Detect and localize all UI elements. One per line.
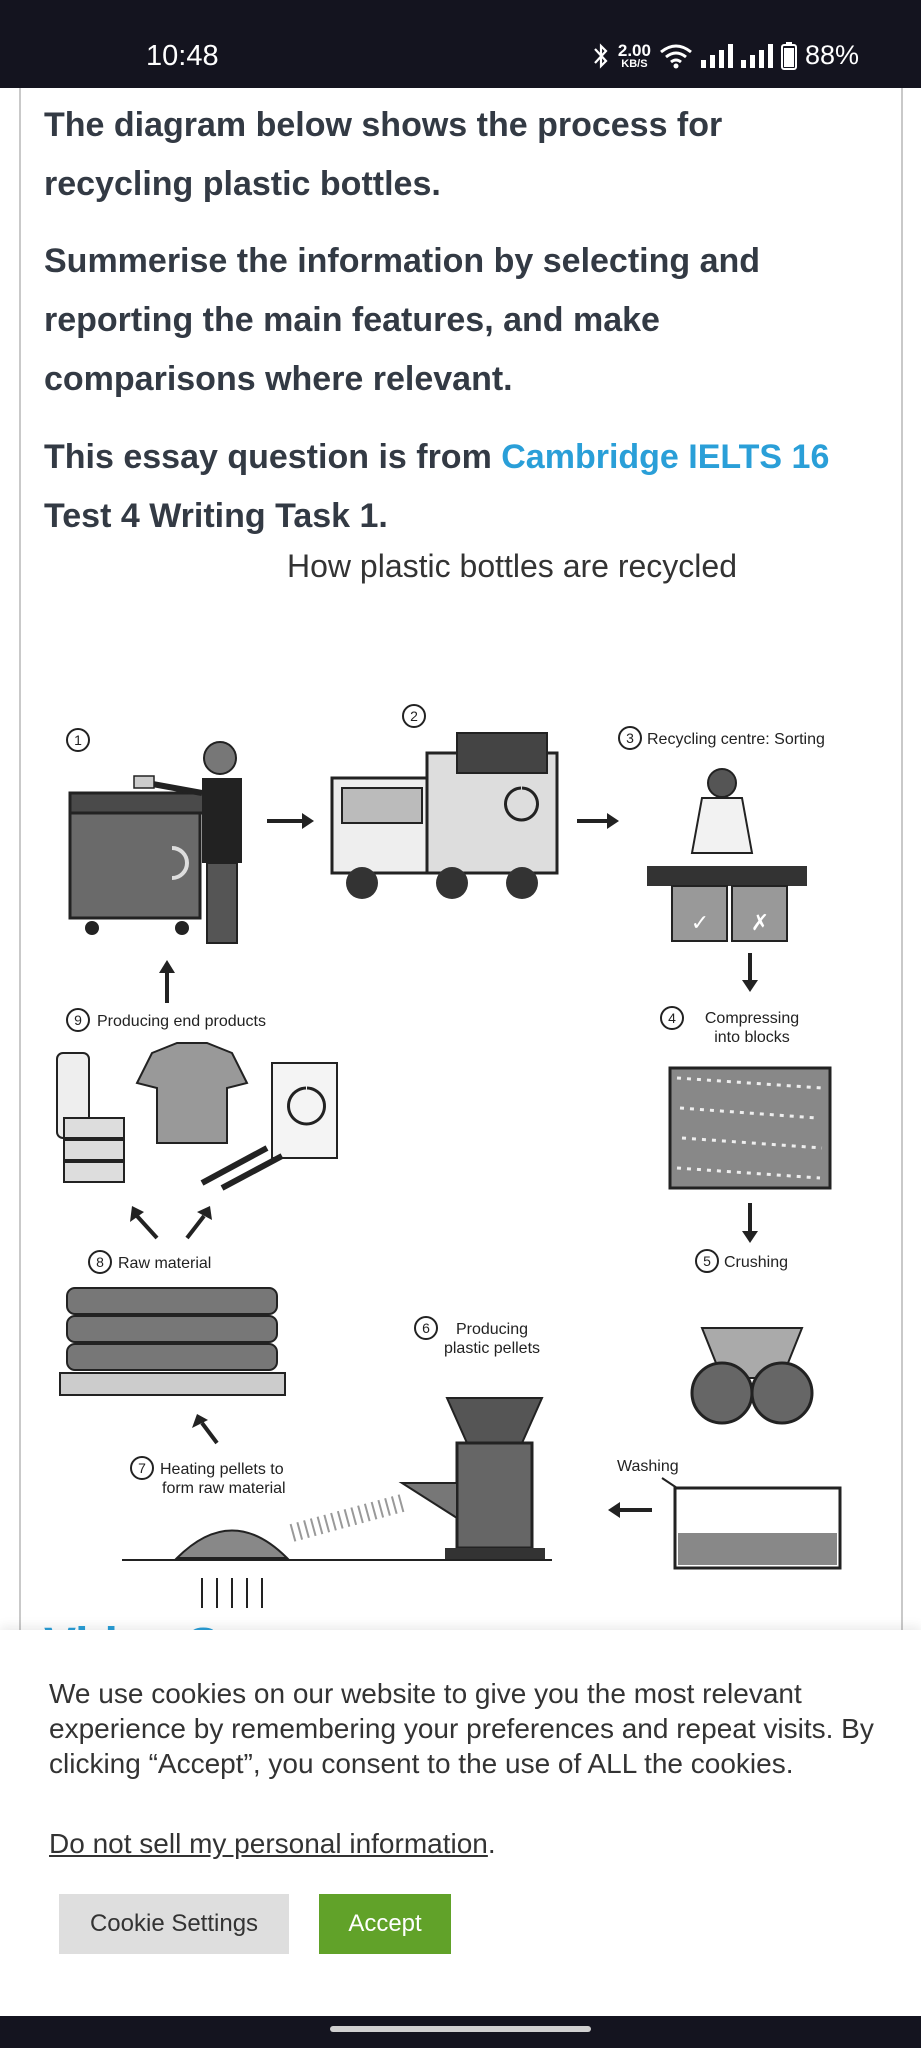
step-2: 2 — [330, 704, 559, 899]
cambridge-ielts-link[interactable]: Cambridge IELTS 16 — [501, 438, 830, 476]
step-7-label-1: Heating pellets to — [160, 1461, 284, 1478]
battery-icon — [780, 41, 797, 70]
cookie-banner: We use cookies on our website to give yo… — [0, 1630, 921, 2016]
step-8-label: Raw material — [118, 1255, 211, 1272]
status-bar: 10:48 2.00 KB/S 88% — [0, 0, 921, 88]
step-3: 3 Recycling centre: Sorting ✓ ✗ — [618, 726, 825, 942]
step-2-number: 2 — [410, 708, 418, 724]
arrow-9-1 — [159, 960, 175, 1003]
cookie-link-row: Do not sell my personal information. — [49, 1828, 496, 1860]
navigation-bar — [0, 2016, 921, 2048]
step-7-label-2: form raw material — [162, 1480, 286, 1497]
step-4-label-2: into blocks — [714, 1029, 790, 1046]
step-6-number: 6 — [422, 1320, 430, 1336]
check-mark: ✓ — [691, 910, 709, 935]
source-suffix: Test 4 Writing Task 1. — [44, 497, 388, 535]
step-7-number: 7 — [138, 1460, 146, 1476]
arrow-3-4 — [742, 953, 758, 992]
recycling-diagram: How plastic bottles are recycled 1 — [52, 548, 862, 1628]
cross-mark: ✗ — [751, 910, 769, 935]
arrow-5-6 — [608, 1502, 652, 1518]
speed-unit: KB/S — [621, 57, 648, 70]
battery-percent: 88% — [804, 40, 859, 70]
cookie-settings-button[interactable]: Cookie Settings — [59, 1894, 289, 1954]
next-heading-text: Video S — [44, 1618, 264, 1630]
step-4-label-1: Compressing — [705, 1010, 799, 1027]
step-3-label: Recycling centre: Sorting — [647, 731, 825, 748]
signal-icon-2 — [740, 43, 773, 68]
step-1-number: 1 — [74, 732, 82, 748]
link-suffix: . — [487, 1828, 496, 1859]
task-intro: The diagram below shows the process for … — [44, 106, 723, 203]
step-1: 1 — [66, 728, 242, 944]
network-speed: 2.00 KB/S — [618, 42, 651, 70]
cookie-text: We use cookies on our website to give yo… — [49, 1678, 874, 1779]
left-border — [19, 88, 21, 1630]
wifi-icon — [660, 44, 692, 68]
step-9-number: 9 — [74, 1012, 82, 1028]
diagram-title: How plastic bottles are recycled — [287, 548, 737, 584]
task-source: This essay question is from Cambridge IE… — [44, 428, 864, 546]
source-prefix: This essay question is from — [44, 438, 502, 476]
home-gesture-handle[interactable] — [330, 2026, 591, 2032]
step-4-number: 4 — [668, 1010, 676, 1026]
status-icons: 2.00 KB/S 88% — [592, 40, 859, 71]
step-6-label-2: plastic pellets — [444, 1340, 540, 1357]
step-5-number: 5 — [703, 1253, 711, 1269]
bluetooth-icon — [594, 42, 608, 69]
step-8: 8 Raw material — [59, 1250, 286, 1396]
speed-value: 2.00 — [617, 40, 651, 60]
step-7: 7 Heating pellets to form raw material — [122, 1456, 552, 1608]
step-5-label: Crushing — [724, 1254, 788, 1271]
do-not-sell-link[interactable]: Do not sell my personal information — [49, 1828, 488, 1859]
next-section-heading: Video S — [44, 1618, 264, 1630]
arrow-4-5 — [742, 1203, 758, 1243]
arrows-8-9 — [130, 1206, 212, 1240]
arrow-7-8 — [192, 1414, 219, 1445]
arrow-1-2 — [267, 813, 314, 829]
step-3-number: 3 — [626, 730, 634, 746]
diagram-graphic: 1 2 — [56, 704, 842, 1608]
arrow-2-3 — [577, 813, 619, 829]
signal-icon — [700, 43, 733, 68]
step-4: 4 Compressing into blocks — [660, 1006, 832, 1190]
step-5: 5 Crushing Washing — [617, 1249, 842, 1570]
step-9-label: Producing end products — [97, 1013, 266, 1030]
washing-label: Washing — [617, 1458, 679, 1475]
step-6-label-1: Producing — [456, 1321, 528, 1338]
right-border — [901, 88, 903, 1630]
status-time: 10:48 — [146, 40, 219, 72]
step-6: 6 Producing plastic pellets — [398, 1316, 545, 1560]
accept-button[interactable]: Accept — [319, 1894, 451, 1954]
article-page: The diagram below shows the process for … — [0, 88, 921, 1630]
task-instructions: Summerise the information by selecting a… — [44, 242, 761, 398]
step-8-number: 8 — [96, 1254, 104, 1270]
step-9: 9 Producing end products — [56, 1008, 338, 1191]
